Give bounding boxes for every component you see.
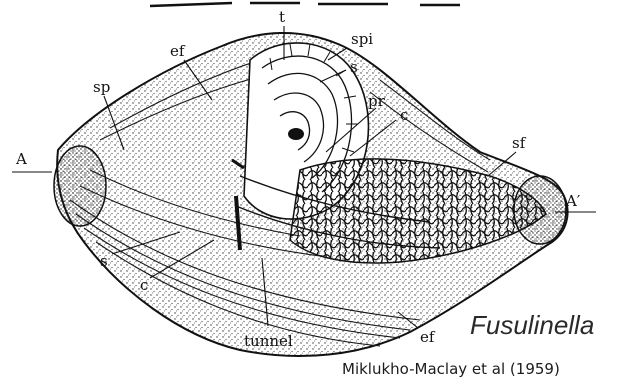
- citation-text: Miklukho-Maclay et al (1959): [342, 360, 560, 378]
- top-edge-marks: [150, 3, 460, 6]
- label-a: A: [15, 150, 27, 168]
- label-sf: sf: [512, 134, 527, 152]
- label-c-left: c: [140, 276, 148, 294]
- label-s-top: s: [350, 58, 358, 76]
- label-t: t: [279, 8, 285, 26]
- label-a-prime: A′: [565, 192, 581, 210]
- label-ef-top: ef: [170, 42, 186, 60]
- label-tunnel: tunnel: [244, 332, 293, 350]
- label-c-right: c: [400, 106, 408, 124]
- label-s-left: s: [100, 252, 108, 270]
- label-pr: pr: [368, 92, 386, 110]
- genus-title: Fusulinella: [470, 310, 594, 341]
- label-ef-bottom: ef: [420, 328, 436, 346]
- label-sp: sp: [93, 78, 110, 96]
- label-spi: spi: [351, 30, 373, 48]
